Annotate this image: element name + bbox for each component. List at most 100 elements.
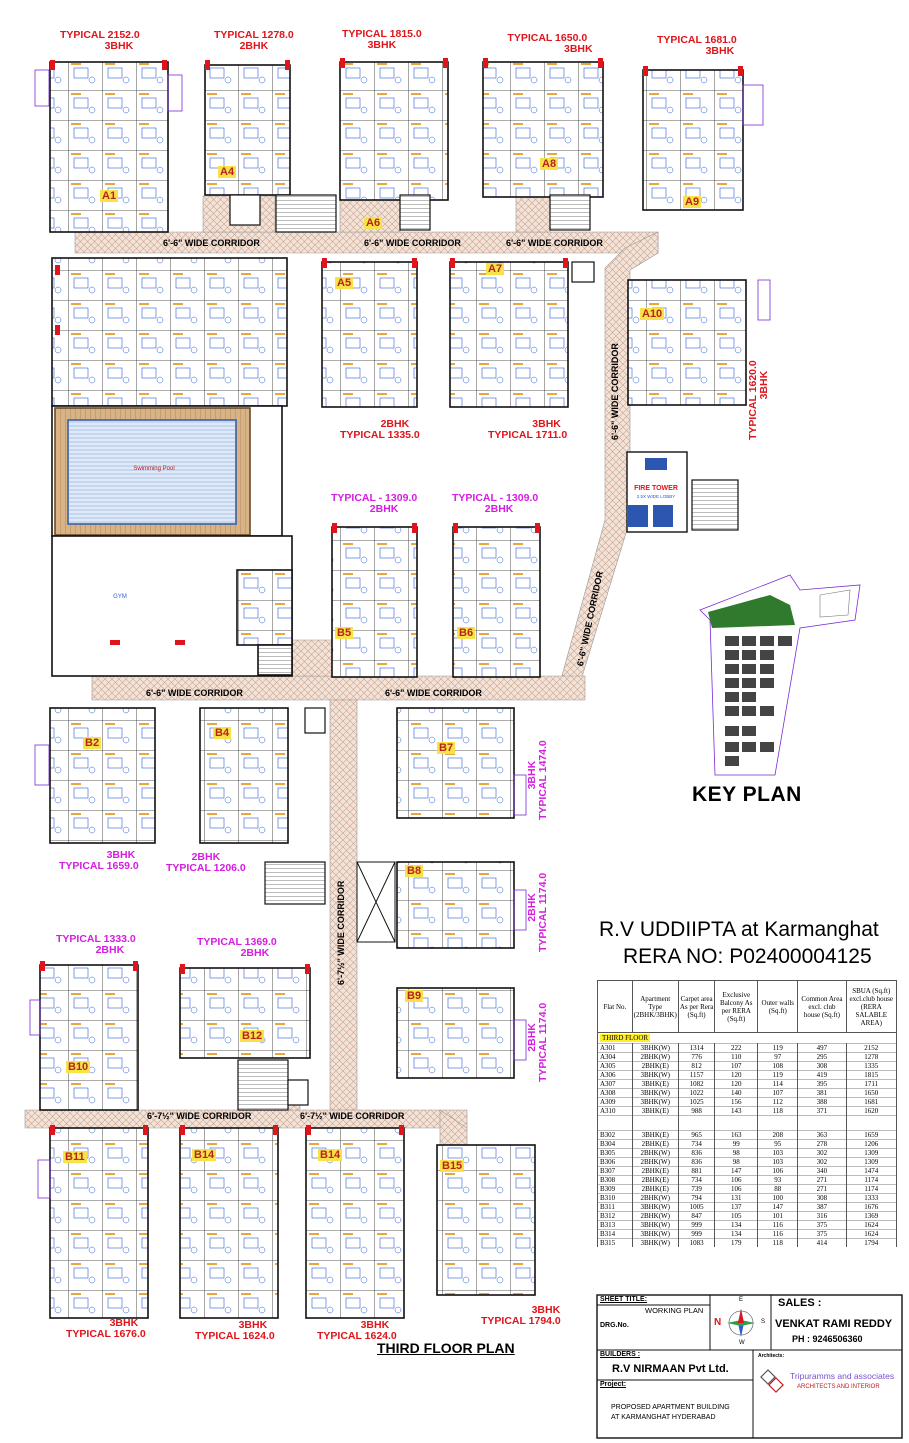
compass: N E S W (712, 1297, 770, 1349)
table-cell: 1335 (845, 1061, 897, 1071)
sales-phone: PH : 9246506360 (792, 1334, 863, 1344)
table-cell: 3BHK(E) (631, 1106, 679, 1116)
table-cell: 734 (677, 1139, 716, 1149)
table-cell: 208 (757, 1130, 799, 1140)
table-cell: 497 (797, 1043, 847, 1053)
title-block-frame (596, 1294, 903, 1439)
architects-label: Architects: (758, 1353, 785, 1359)
table-cell: 3BHK(W) (631, 1070, 679, 1080)
unit-code: B4 (213, 727, 232, 739)
table-cell: 116 (757, 1220, 799, 1230)
rera-number: RERA NO: P02400004125 (623, 945, 872, 968)
compass-east: E (739, 1297, 744, 1303)
table-cell: B302 (597, 1130, 633, 1140)
table-cell: B314 (597, 1229, 633, 1239)
table-cell: 119 (757, 1070, 799, 1080)
cores (229, 194, 739, 1111)
table-cell: B305 (597, 1148, 633, 1158)
architects-name: Tripuramms and associates (790, 1371, 895, 1381)
table-cell: 108 (757, 1061, 799, 1071)
architects-sub: ARCHITECTS AND INTERIOR (797, 1384, 880, 1390)
table-cell: 375 (797, 1229, 847, 1239)
table-cell: 3BHK(W) (631, 1238, 679, 1248)
table-cell: 1206 (845, 1139, 897, 1149)
table-cell: 812 (677, 1061, 716, 1071)
table-cell: B310 (597, 1193, 633, 1203)
section-row: THIRD FLOOR (597, 1032, 897, 1044)
builders-label: BUILDERS : (600, 1351, 641, 1358)
table-cell: 112 (757, 1097, 799, 1107)
table-cell: 419 (797, 1070, 847, 1080)
table-cell: 794 (677, 1193, 716, 1203)
table-cell: 2BHK(E) (631, 1175, 679, 1185)
table-cell: 1624 (845, 1229, 897, 1239)
table-cell: 1025 (677, 1097, 716, 1107)
area-statement-table: Flat No. Apartment Type (2BHK/3BHK) Carp… (597, 980, 897, 1248)
table-cell: A305 (597, 1061, 633, 1071)
corridor-label: 6'-6" WIDE CORRIDOR (385, 688, 482, 698)
table-cell: 1314 (677, 1043, 716, 1053)
unit-code: A6 (364, 217, 383, 229)
table-cell: 302 (797, 1157, 847, 1167)
table-cell: 98 (714, 1157, 759, 1167)
table-cell: 308 (797, 1193, 847, 1203)
unit-code: B12 (240, 1030, 265, 1042)
table-cell: 106 (757, 1166, 799, 1176)
table-cell: 1333 (845, 1193, 897, 1203)
column-header: Outer walls (Sq.ft) (757, 980, 799, 1033)
unit-code: B8 (405, 865, 424, 877)
compass-north: N (714, 1317, 722, 1328)
table-cell: 105 (714, 1211, 759, 1221)
table-cell: 1650 (845, 1088, 897, 1098)
drg-no-label: DRG.No. (600, 1322, 629, 1329)
table-cell: 137 (714, 1202, 759, 1212)
project-label: Project: (600, 1381, 627, 1388)
floor-plan-title: THIRD FLOOR PLAN (377, 1340, 515, 1356)
table-cell: A306 (597, 1070, 633, 1080)
table-cell: 2BHK(E) (631, 1139, 679, 1149)
table-cell: 316 (797, 1211, 847, 1221)
table-cell: 3BHK(W) (631, 1229, 679, 1239)
table-cell: 3BHK(W) (631, 1043, 679, 1053)
table-cell: 739 (677, 1184, 716, 1194)
sheet-title: WORKING PLAN (645, 1306, 704, 1315)
section-label: THIRD FLOOR (600, 1034, 651, 1042)
table-cell: 1309 (845, 1157, 897, 1167)
table-header-row: Flat No. Apartment Type (2BHK/3BHK) Carp… (597, 980, 897, 1033)
table-cell: 110 (714, 1052, 759, 1062)
builders-name: R.V NIRMAAN Pvt Ltd. (612, 1363, 729, 1375)
column-header: Common Area excl. club house (Sq.ft) (797, 980, 847, 1033)
table-cell: 1676 (845, 1202, 897, 1212)
balcony-outlines (29, 69, 771, 1199)
unit-code: A1 (100, 190, 119, 202)
table-cell: 414 (797, 1238, 847, 1248)
table-cell: 2BHK(W) (631, 1157, 679, 1167)
column-header: Exclusive Balcony As per RERA (Sq.ft) (714, 980, 759, 1033)
key-plan (699, 574, 861, 776)
table-cell: B315 (597, 1238, 633, 1248)
unit-code: B7 (437, 742, 456, 754)
apartment-blocks (39, 61, 747, 1319)
table-cell: 881 (677, 1166, 716, 1176)
table-cell: 106 (714, 1175, 759, 1185)
table-cell: 2BHK(W) (631, 1052, 679, 1062)
table-cell: 375 (797, 1220, 847, 1230)
corridor-label: 6'-6" WIDE CORRIDOR (610, 343, 620, 440)
